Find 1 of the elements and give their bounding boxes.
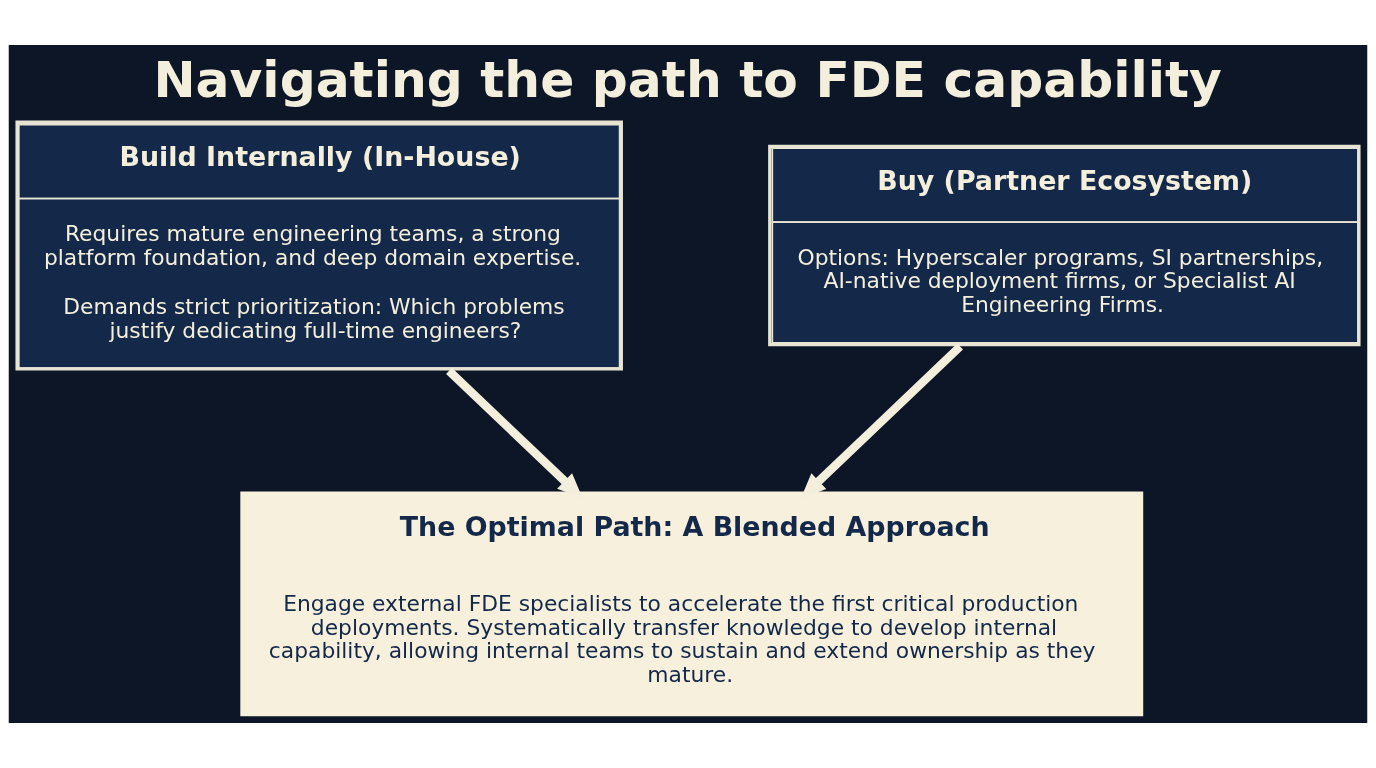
diagram-title: Navigating the path to FDE capability bbox=[153, 50, 1222, 110]
